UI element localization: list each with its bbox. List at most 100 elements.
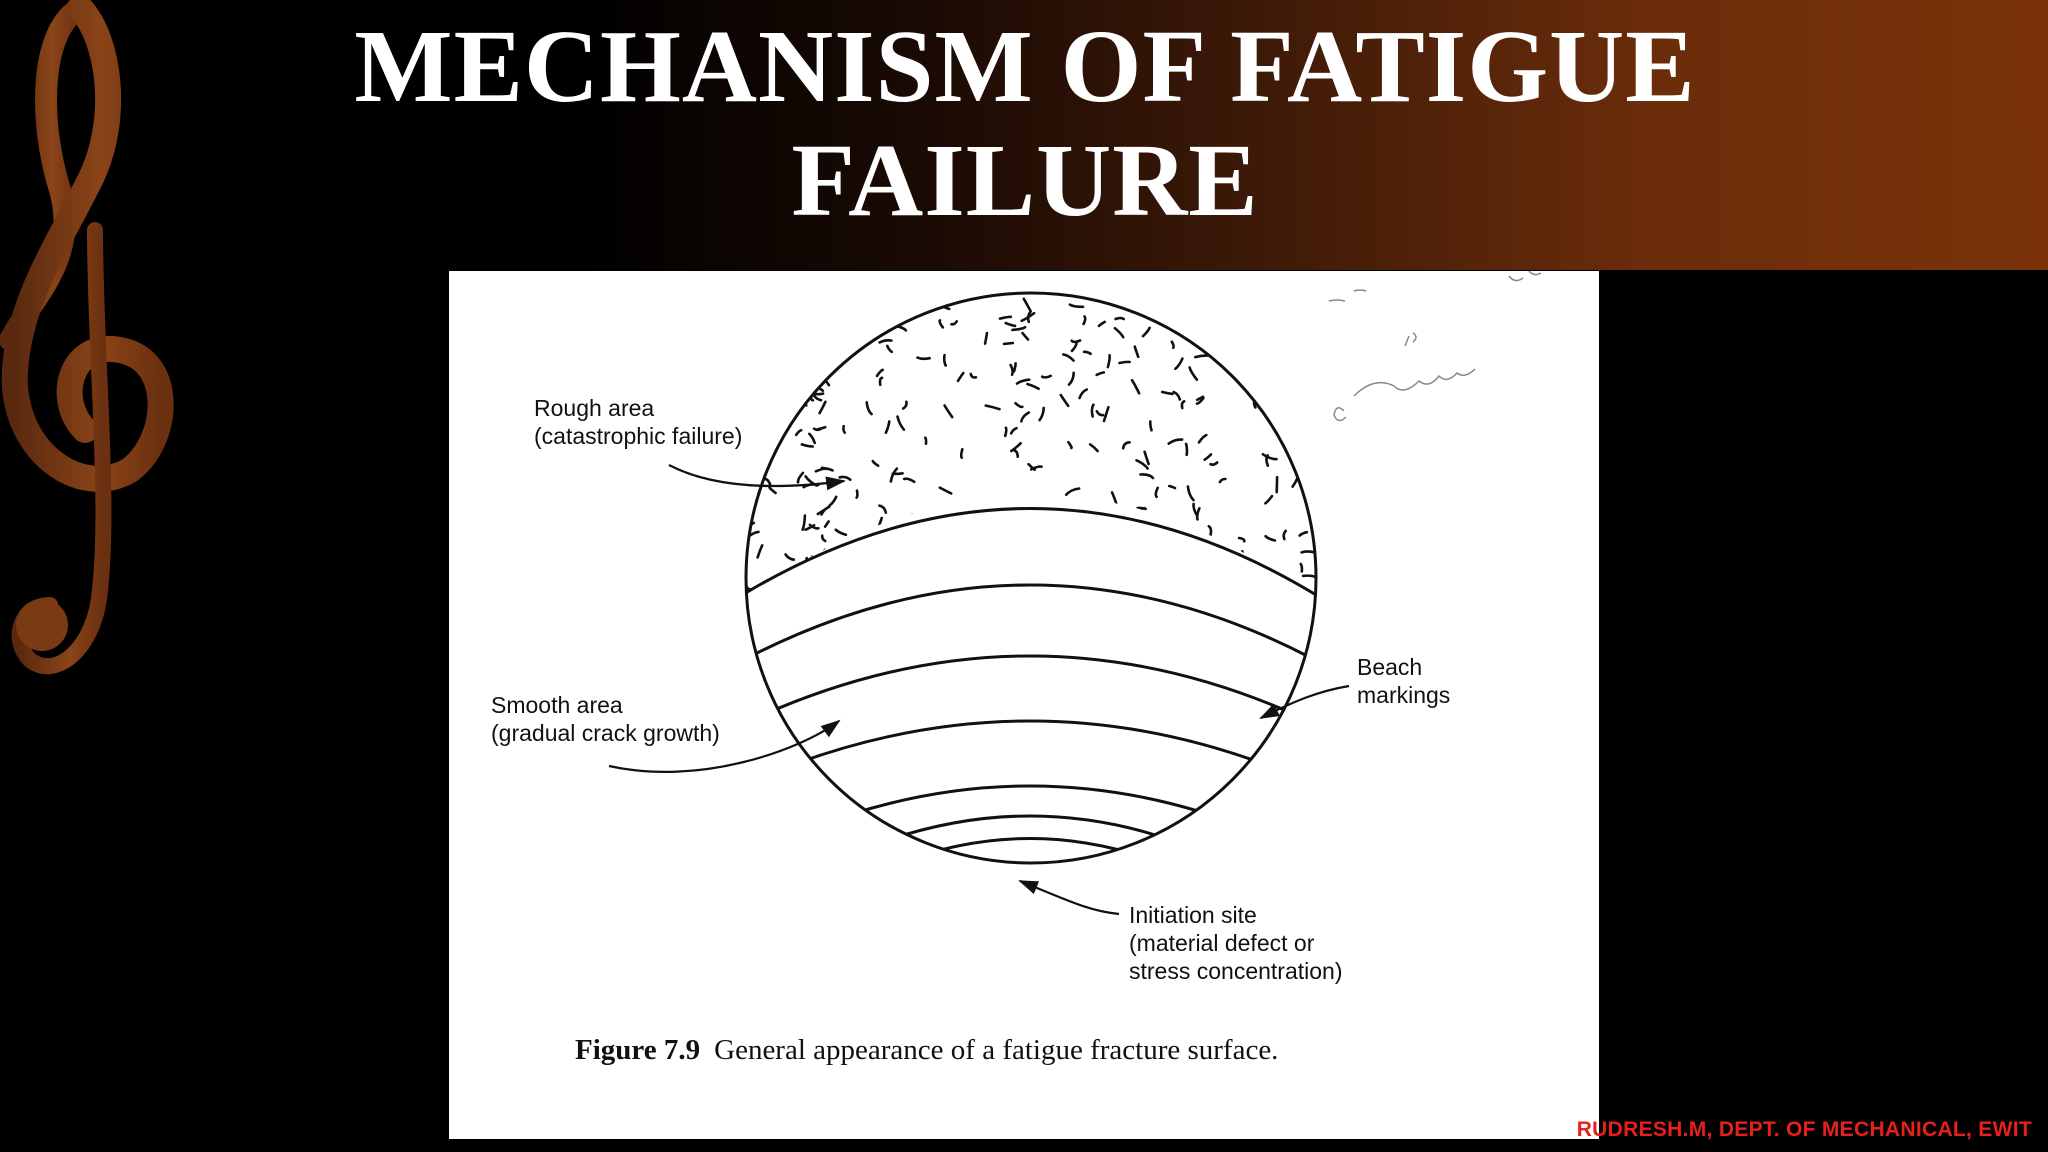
fracture-disc — [746, 293, 1316, 863]
rough-speckle — [1016, 512, 1022, 530]
rough-speckle — [1303, 347, 1311, 355]
rough-speckle — [1264, 534, 1277, 542]
rough-speckle — [971, 544, 978, 560]
rough-speckle — [843, 293, 854, 299]
rough-speckle — [758, 396, 768, 408]
rough-speckle — [1148, 420, 1153, 432]
rough-speckle — [1172, 390, 1182, 401]
rough-speckle — [746, 397, 755, 406]
rough-speckle — [1067, 440, 1073, 450]
rough-speckle — [1080, 511, 1087, 528]
rough-speckle — [1300, 550, 1316, 554]
rough-speckle — [924, 436, 928, 445]
rough-speckle — [1002, 341, 1015, 346]
rough-speckle — [806, 561, 818, 574]
rough-speckle — [1192, 502, 1199, 518]
rough-speckle — [1213, 352, 1228, 362]
rough-speckle — [1154, 486, 1159, 499]
rough-speckle — [1298, 530, 1309, 537]
rough-speckle — [1214, 582, 1221, 594]
rough-speckle — [809, 344, 814, 359]
rough-speckle — [1067, 371, 1075, 386]
rough-speckle — [807, 299, 816, 314]
rough-speckle — [1271, 582, 1286, 592]
rough-speckle — [1299, 562, 1304, 573]
rough-speckle — [763, 477, 772, 487]
rough-speckle — [1282, 529, 1287, 541]
beach-markings-label: Beach markings — [1357, 653, 1450, 709]
rough-speckle — [950, 320, 958, 326]
rough-speckle — [808, 523, 820, 530]
rough-speckle — [902, 477, 916, 484]
handwritten-marks — [1328, 271, 1542, 422]
rough-speckle — [1009, 426, 1018, 435]
rough-speckle — [1012, 362, 1017, 373]
smooth-area-label: Smooth area (gradual crack growth) — [491, 691, 720, 747]
rough-speckle — [794, 428, 803, 437]
rough-speckle — [896, 415, 906, 431]
beach-markings-title: Beach — [1357, 654, 1423, 680]
rough-speckle — [1013, 563, 1019, 581]
rough-speckle — [1005, 567, 1013, 576]
rough-speckle — [1045, 513, 1055, 525]
rough-speckle — [1135, 459, 1149, 470]
rough-speckle — [1274, 585, 1284, 593]
rough-speckle — [1059, 393, 1070, 408]
rough-speckle — [1003, 426, 1008, 438]
rough-speckle — [1088, 443, 1099, 453]
rough-speckle — [769, 371, 783, 376]
rough-speckle — [1095, 371, 1106, 377]
rough-speckle — [746, 440, 751, 445]
fracture-outline — [744, 291, 1318, 865]
rough-speckle — [1184, 442, 1189, 457]
rough-speckle — [788, 361, 797, 373]
rough-speckle — [947, 550, 951, 562]
rough-speckle — [828, 495, 838, 507]
rough-speckle — [1106, 354, 1111, 369]
rough-speckle — [1265, 348, 1280, 357]
fracture-surface-diagram — [608, 271, 1542, 916]
rough-speckle — [1114, 576, 1127, 586]
rough-speckle — [756, 544, 764, 559]
rough-speckle — [820, 534, 827, 543]
rough-speckle — [886, 344, 893, 354]
rough-speckle — [1009, 363, 1014, 376]
rough-speckle — [769, 303, 783, 308]
rough-speckle — [1285, 295, 1292, 306]
rough-speckle — [760, 358, 766, 376]
rough-speckle — [1014, 401, 1024, 409]
rough-speckle — [983, 331, 989, 345]
rough-speckle — [943, 404, 954, 419]
rough-speckle — [1237, 536, 1246, 543]
rough-speckle — [969, 372, 978, 379]
rough-speckle — [1040, 374, 1052, 379]
rough-speckle — [959, 448, 964, 459]
rough-speckle — [1102, 405, 1110, 423]
rough-speckle — [1164, 572, 1180, 579]
rough-speckle — [1203, 335, 1217, 347]
rough-speckle — [784, 553, 796, 561]
rough-speckle — [832, 348, 839, 359]
beach-markings-note: markings — [1357, 682, 1451, 708]
rough-speckle — [1294, 449, 1307, 454]
rough-speckle — [1010, 442, 1022, 453]
rough-speckle — [834, 528, 848, 537]
rough-speckle — [821, 367, 832, 371]
rough-speckle — [826, 554, 838, 561]
rough-speckle — [807, 306, 815, 317]
rough-speckle — [1125, 525, 1130, 535]
rough-speckle — [1026, 382, 1040, 391]
rough-speckle — [878, 339, 893, 344]
rough-speckle — [793, 572, 797, 590]
rough-speckle — [816, 505, 831, 516]
rough-speckle — [1215, 348, 1224, 359]
rough-speckle — [1097, 320, 1106, 328]
rough-speckle — [1207, 525, 1213, 539]
rough-speckle — [1160, 390, 1174, 396]
rough-speckle — [1167, 484, 1177, 490]
rough-speckle — [1167, 438, 1184, 445]
title-line-2: FAILURE — [791, 123, 1259, 238]
rough-speckle — [1029, 465, 1043, 471]
rough-speckle — [809, 342, 818, 350]
